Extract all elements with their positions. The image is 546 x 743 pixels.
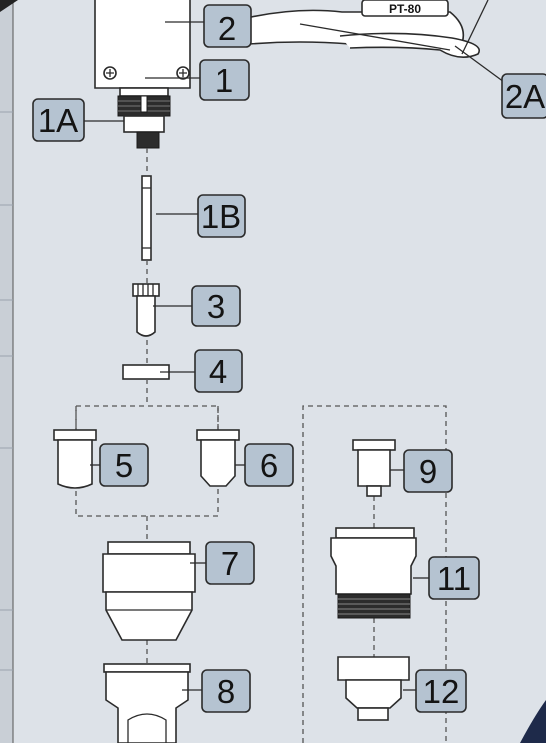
part9-tip	[366, 485, 382, 497]
connector-nipple	[136, 131, 160, 149]
part11-thread-lines	[338, 598, 410, 615]
svg-text:7: 7	[221, 545, 239, 582]
torch-trigger	[339, 32, 480, 58]
model-tag	[361, 0, 449, 17]
electrode-knurl	[137, 284, 154, 296]
screw-right-slot	[179, 69, 187, 77]
connector-slot	[140, 95, 148, 113]
handle-cable	[299, 23, 451, 51]
callout-2a: 2A	[501, 73, 546, 119]
model-tag-text: PT-80	[389, 2, 421, 16]
corner-shadow	[520, 700, 546, 743]
svg-text:1: 1	[215, 62, 233, 99]
callout-9: 9	[403, 449, 453, 493]
part12-tip	[357, 707, 389, 721]
svg-text:11: 11	[437, 560, 471, 597]
part9-body	[357, 449, 391, 487]
svg-text:2: 2	[218, 10, 236, 47]
callout-3: 3	[191, 285, 241, 327]
cap-arch	[127, 713, 167, 743]
callout-7: 7	[205, 541, 255, 585]
corner-arrow-icon	[0, 0, 18, 12]
part12-upper	[337, 656, 410, 681]
screw-left-slot	[106, 69, 114, 77]
callout-8: 8	[201, 669, 251, 713]
callout-5: 5	[99, 443, 149, 487]
callout-11: 11	[428, 556, 480, 600]
page-edge-marks	[0, 111, 13, 671]
svg-text:3: 3	[207, 288, 225, 325]
svg-text:1A: 1A	[38, 102, 78, 139]
handle-edge	[461, 0, 489, 55]
svg-text:1B: 1B	[201, 198, 241, 235]
leader-lines	[84, 21, 505, 691]
cap-body	[105, 671, 189, 743]
nozzle5-body	[57, 439, 93, 489]
svg-text:9: 9	[419, 453, 437, 490]
callout-12: 12	[415, 669, 467, 713]
svg-text:4: 4	[209, 353, 227, 390]
callout-1a: 1A	[32, 98, 85, 142]
svg-text:6: 6	[260, 447, 278, 484]
svg-text:8: 8	[217, 673, 235, 710]
shield-upper	[102, 553, 196, 593]
electrode-body	[136, 295, 156, 337]
page-edge-strip	[0, 0, 13, 743]
part12-lower	[345, 679, 402, 709]
callout-4: 4	[194, 349, 243, 393]
svg-text:2A: 2A	[505, 78, 545, 115]
nozzle-group-box	[75, 405, 219, 517]
nozzle6-body	[200, 439, 236, 487]
callout-1: 1	[199, 59, 250, 101]
svg-text:12: 12	[423, 673, 460, 710]
callout-2: 2	[203, 4, 252, 48]
svg-text:5: 5	[115, 447, 133, 484]
callout-6: 6	[244, 443, 294, 487]
part11-body	[330, 537, 417, 595]
callout-1b: 1B	[197, 194, 246, 238]
